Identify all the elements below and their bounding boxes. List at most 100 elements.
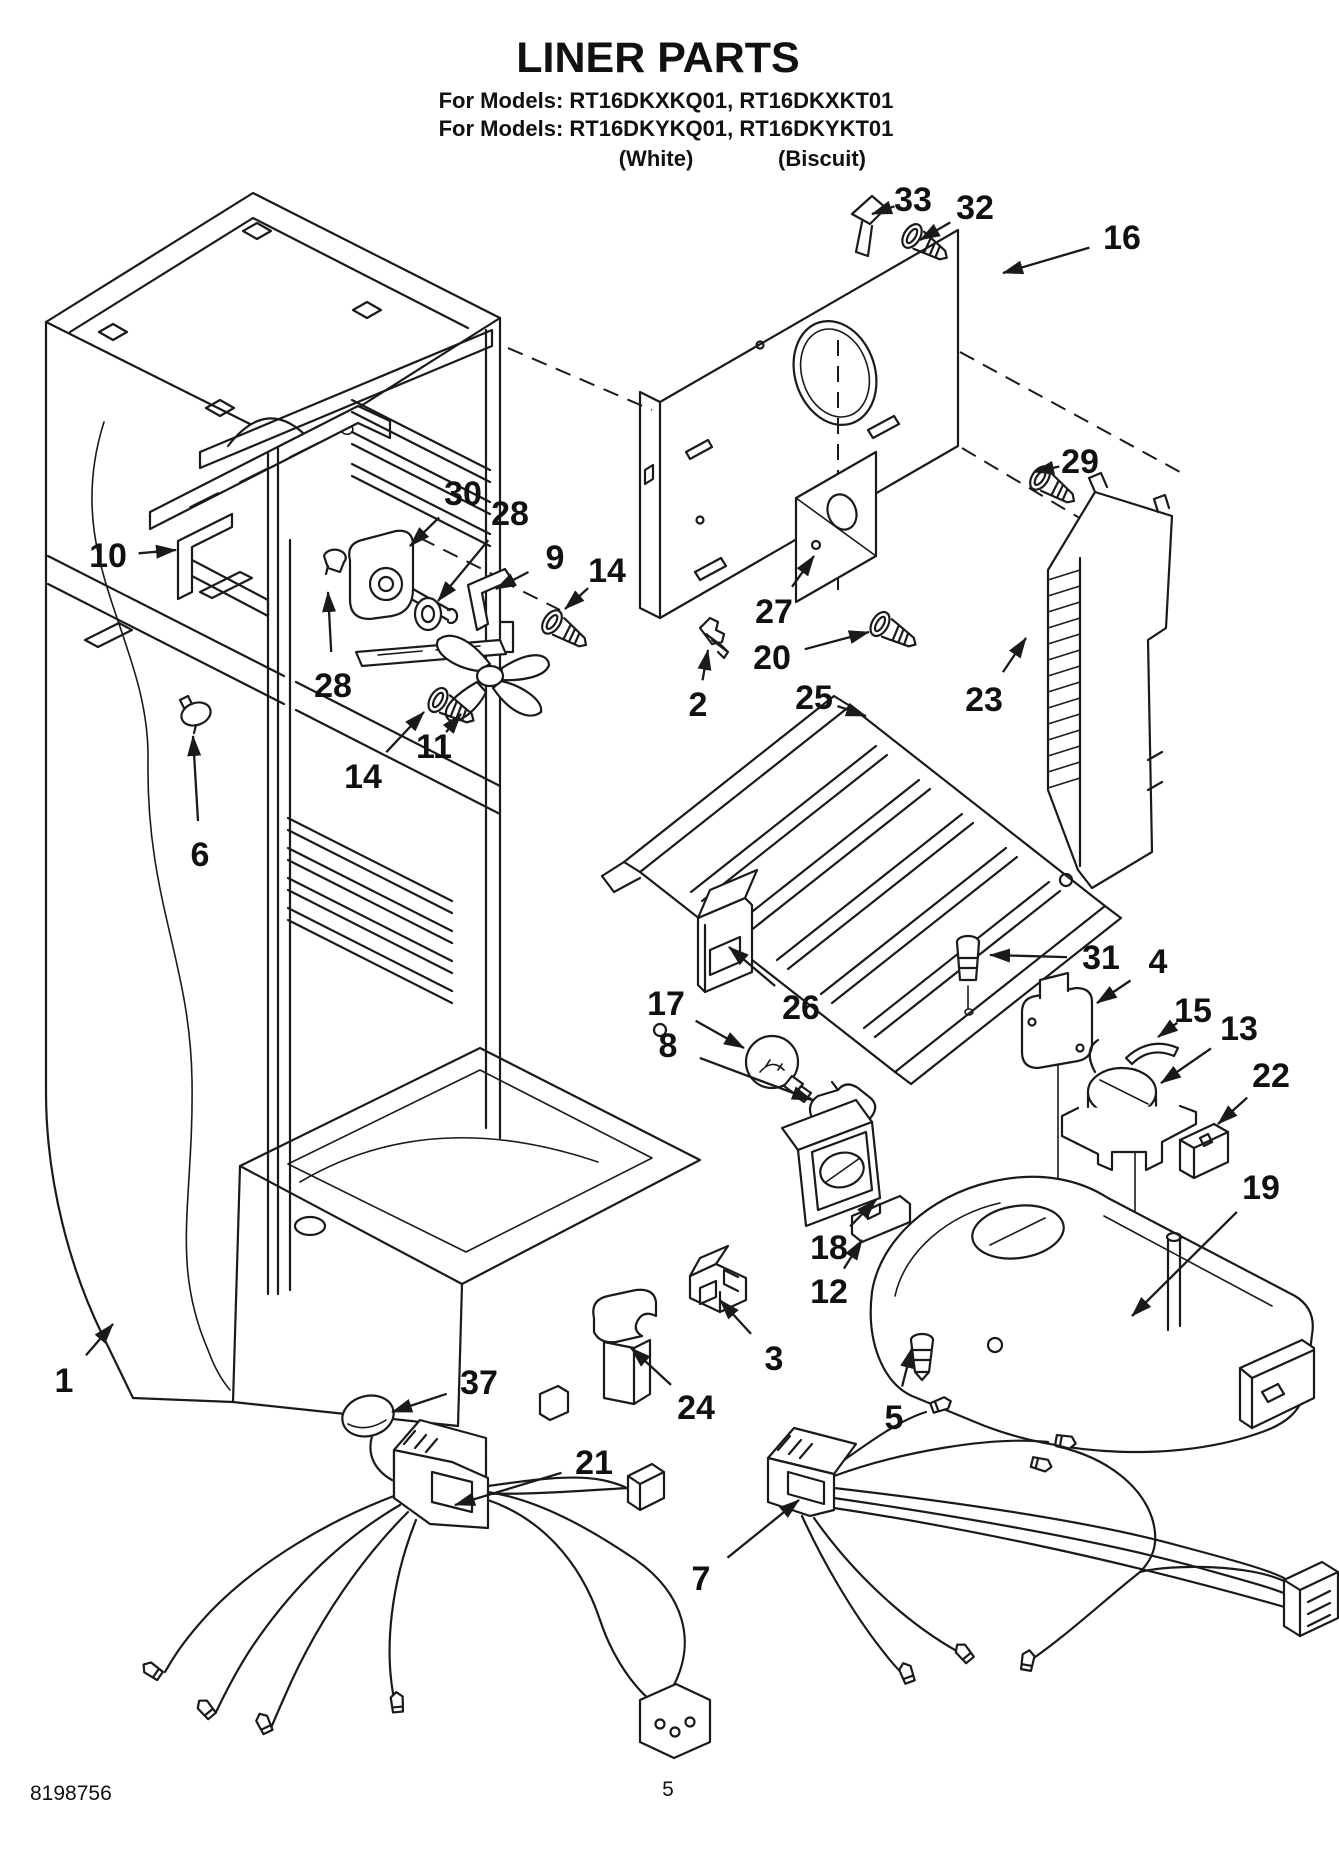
callout-9-leader bbox=[495, 570, 530, 591]
callout-11-label: 11 bbox=[416, 728, 452, 766]
callout-25-label: 25 bbox=[795, 679, 833, 717]
callout-28-leader bbox=[322, 591, 337, 653]
switch-22-art bbox=[1178, 1122, 1230, 1180]
callout-11-leader bbox=[442, 713, 462, 734]
callout-25-leader bbox=[837, 702, 867, 718]
tube-15-art bbox=[1124, 1042, 1180, 1066]
callout-8-label: 8 bbox=[659, 1027, 678, 1065]
callout-1-label: 1 bbox=[55, 1362, 74, 1400]
callout-12-label: 12 bbox=[810, 1273, 848, 1311]
callout-19-label: 19 bbox=[1242, 1169, 1280, 1207]
callout-7-leader bbox=[726, 1499, 800, 1559]
callout-19-leader bbox=[1131, 1211, 1238, 1317]
thermostat-art bbox=[1060, 1038, 1198, 1319]
callout-6-leader bbox=[187, 735, 202, 822]
callout-7-label: 7 bbox=[692, 1560, 711, 1598]
callout-22-leader bbox=[1217, 1096, 1248, 1125]
grommet-37-art bbox=[341, 1394, 395, 1482]
callout-13-leader bbox=[1160, 1047, 1212, 1084]
callout-37-label: 37 bbox=[460, 1364, 498, 1402]
callout-23-label: 23 bbox=[965, 681, 1003, 719]
hole-plug-6-art bbox=[178, 694, 212, 735]
page-number: 5 bbox=[662, 1778, 674, 1801]
callout-31-leader bbox=[989, 948, 1068, 963]
light-bulb-art bbox=[744, 1034, 819, 1105]
fan-motor-cluster-art bbox=[322, 529, 551, 722]
stud-31-art bbox=[955, 934, 981, 1016]
header-block: LINER PARTS For Models: RT16DKXKQ01, RT1… bbox=[439, 34, 894, 171]
callout-10-label: 10 bbox=[89, 537, 127, 575]
callout-2-label: 2 bbox=[689, 686, 708, 724]
models-line-2: For Models: RT16DKYKQ01, RT16DKYKT01 bbox=[439, 116, 894, 141]
callout-15-leader bbox=[1157, 1019, 1179, 1038]
callout-14-label: 14 bbox=[344, 758, 382, 796]
callout-20-label: 20 bbox=[753, 639, 791, 677]
wiring-harness-7-art bbox=[766, 1394, 1339, 1686]
callout-21-leader bbox=[454, 1471, 562, 1507]
callout-24-leader bbox=[630, 1347, 672, 1386]
clip-3-art bbox=[688, 1244, 748, 1314]
callout-1-leader bbox=[85, 1323, 114, 1357]
callout-30-label: 30 bbox=[444, 475, 482, 513]
models-line-1: For Models: RT16DKXKQ01, RT16DKXKT01 bbox=[439, 88, 894, 113]
document-number: 8198756 bbox=[30, 1782, 112, 1805]
callout-32-label: 32 bbox=[956, 189, 994, 227]
callout-27-label: 27 bbox=[755, 593, 793, 631]
screw-5-art bbox=[909, 1332, 935, 1382]
callout-22-label: 22 bbox=[1252, 1057, 1290, 1095]
callout-27-leader bbox=[791, 555, 815, 588]
defrost-timer-art bbox=[1020, 971, 1094, 1331]
callout-3-leader bbox=[719, 1299, 752, 1335]
callout-28-label: 28 bbox=[314, 667, 352, 705]
callout-8-leader bbox=[699, 1056, 813, 1102]
air-duct-panel-art bbox=[600, 694, 1123, 1086]
callout-4-label: 4 bbox=[1149, 943, 1168, 981]
callout-30-leader bbox=[409, 516, 440, 547]
callout-18-leader bbox=[849, 1199, 877, 1228]
callout-2-leader bbox=[697, 649, 712, 681]
callout-32-leader bbox=[919, 221, 951, 241]
drain-pan-art bbox=[850, 1175, 1316, 1454]
callout-23-leader bbox=[1001, 637, 1027, 673]
relay-24-art bbox=[592, 1288, 658, 1406]
callout-4-leader bbox=[1096, 979, 1132, 1004]
lamp-cover-art bbox=[780, 1098, 882, 1228]
callout-17-label: 17 bbox=[647, 985, 685, 1023]
callout-9-label: 9 bbox=[546, 539, 565, 577]
callout-17-leader bbox=[695, 1019, 745, 1050]
callout-29-label: 29 bbox=[1061, 443, 1099, 481]
callout-13-label: 13 bbox=[1220, 1010, 1258, 1048]
callout-26-leader bbox=[728, 946, 776, 987]
callout-21-label: 21 bbox=[575, 1444, 613, 1482]
screw-20-art bbox=[865, 607, 924, 657]
finish-biscuit-label: (Biscuit) bbox=[778, 146, 866, 171]
evaporator-art bbox=[1046, 471, 1174, 890]
callout-33-leader bbox=[871, 200, 895, 216]
callout-6-label: 6 bbox=[191, 836, 210, 874]
callout-31-label: 31 bbox=[1082, 939, 1120, 977]
screw-14-art bbox=[536, 605, 595, 657]
callout-14-label: 14 bbox=[588, 552, 626, 590]
callout-10-leader bbox=[138, 544, 177, 559]
callout-5-label: 5 bbox=[885, 1399, 904, 1437]
page-title: LINER PARTS bbox=[516, 34, 800, 82]
callout-28-leader bbox=[437, 539, 490, 602]
callout-5-leader bbox=[900, 1347, 914, 1387]
callout-14-leader bbox=[564, 587, 589, 610]
push-stud-2-art bbox=[698, 616, 730, 660]
callout-29-leader bbox=[1033, 460, 1060, 475]
callout-20-leader bbox=[804, 630, 870, 651]
callout-3-label: 3 bbox=[765, 1340, 784, 1378]
wiring-harness-21-art bbox=[139, 1384, 712, 1760]
callout-33-label: 33 bbox=[894, 181, 932, 219]
footer-block: 8198756 5 bbox=[30, 1778, 674, 1805]
cabinet-liner-art bbox=[44, 191, 702, 1428]
callout-26-label: 26 bbox=[782, 989, 820, 1027]
callout-24-label: 24 bbox=[677, 1389, 715, 1427]
callout-37-leader bbox=[391, 1392, 448, 1414]
callout-18-label: 18 bbox=[810, 1229, 848, 1267]
callout-16-label: 16 bbox=[1103, 219, 1141, 257]
